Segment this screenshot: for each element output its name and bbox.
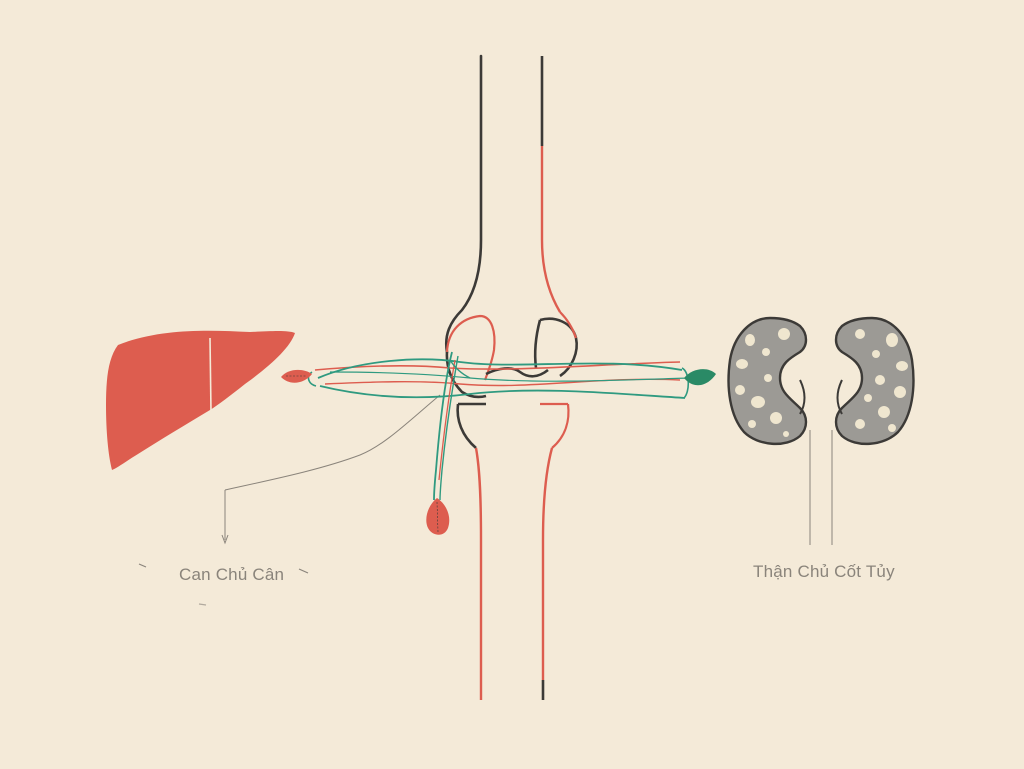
tendon-bands	[307, 351, 691, 501]
right-green-leaf-icon	[684, 369, 716, 386]
kidney-leader-lines	[809, 430, 833, 545]
liver-caption: Can Chủ Cân	[179, 565, 285, 584]
knee-joint-icon	[444, 54, 578, 700]
kidney-icon	[727, 316, 915, 446]
left-small-leaf-icon	[281, 369, 312, 383]
liver-icon	[106, 330, 295, 470]
decorative-ticks	[138, 563, 309, 606]
liver-leader-line	[221, 394, 441, 545]
kidney-caption: Thận Chủ Cốt Tủy	[753, 562, 895, 581]
lower-leaf-icon	[426, 498, 450, 535]
